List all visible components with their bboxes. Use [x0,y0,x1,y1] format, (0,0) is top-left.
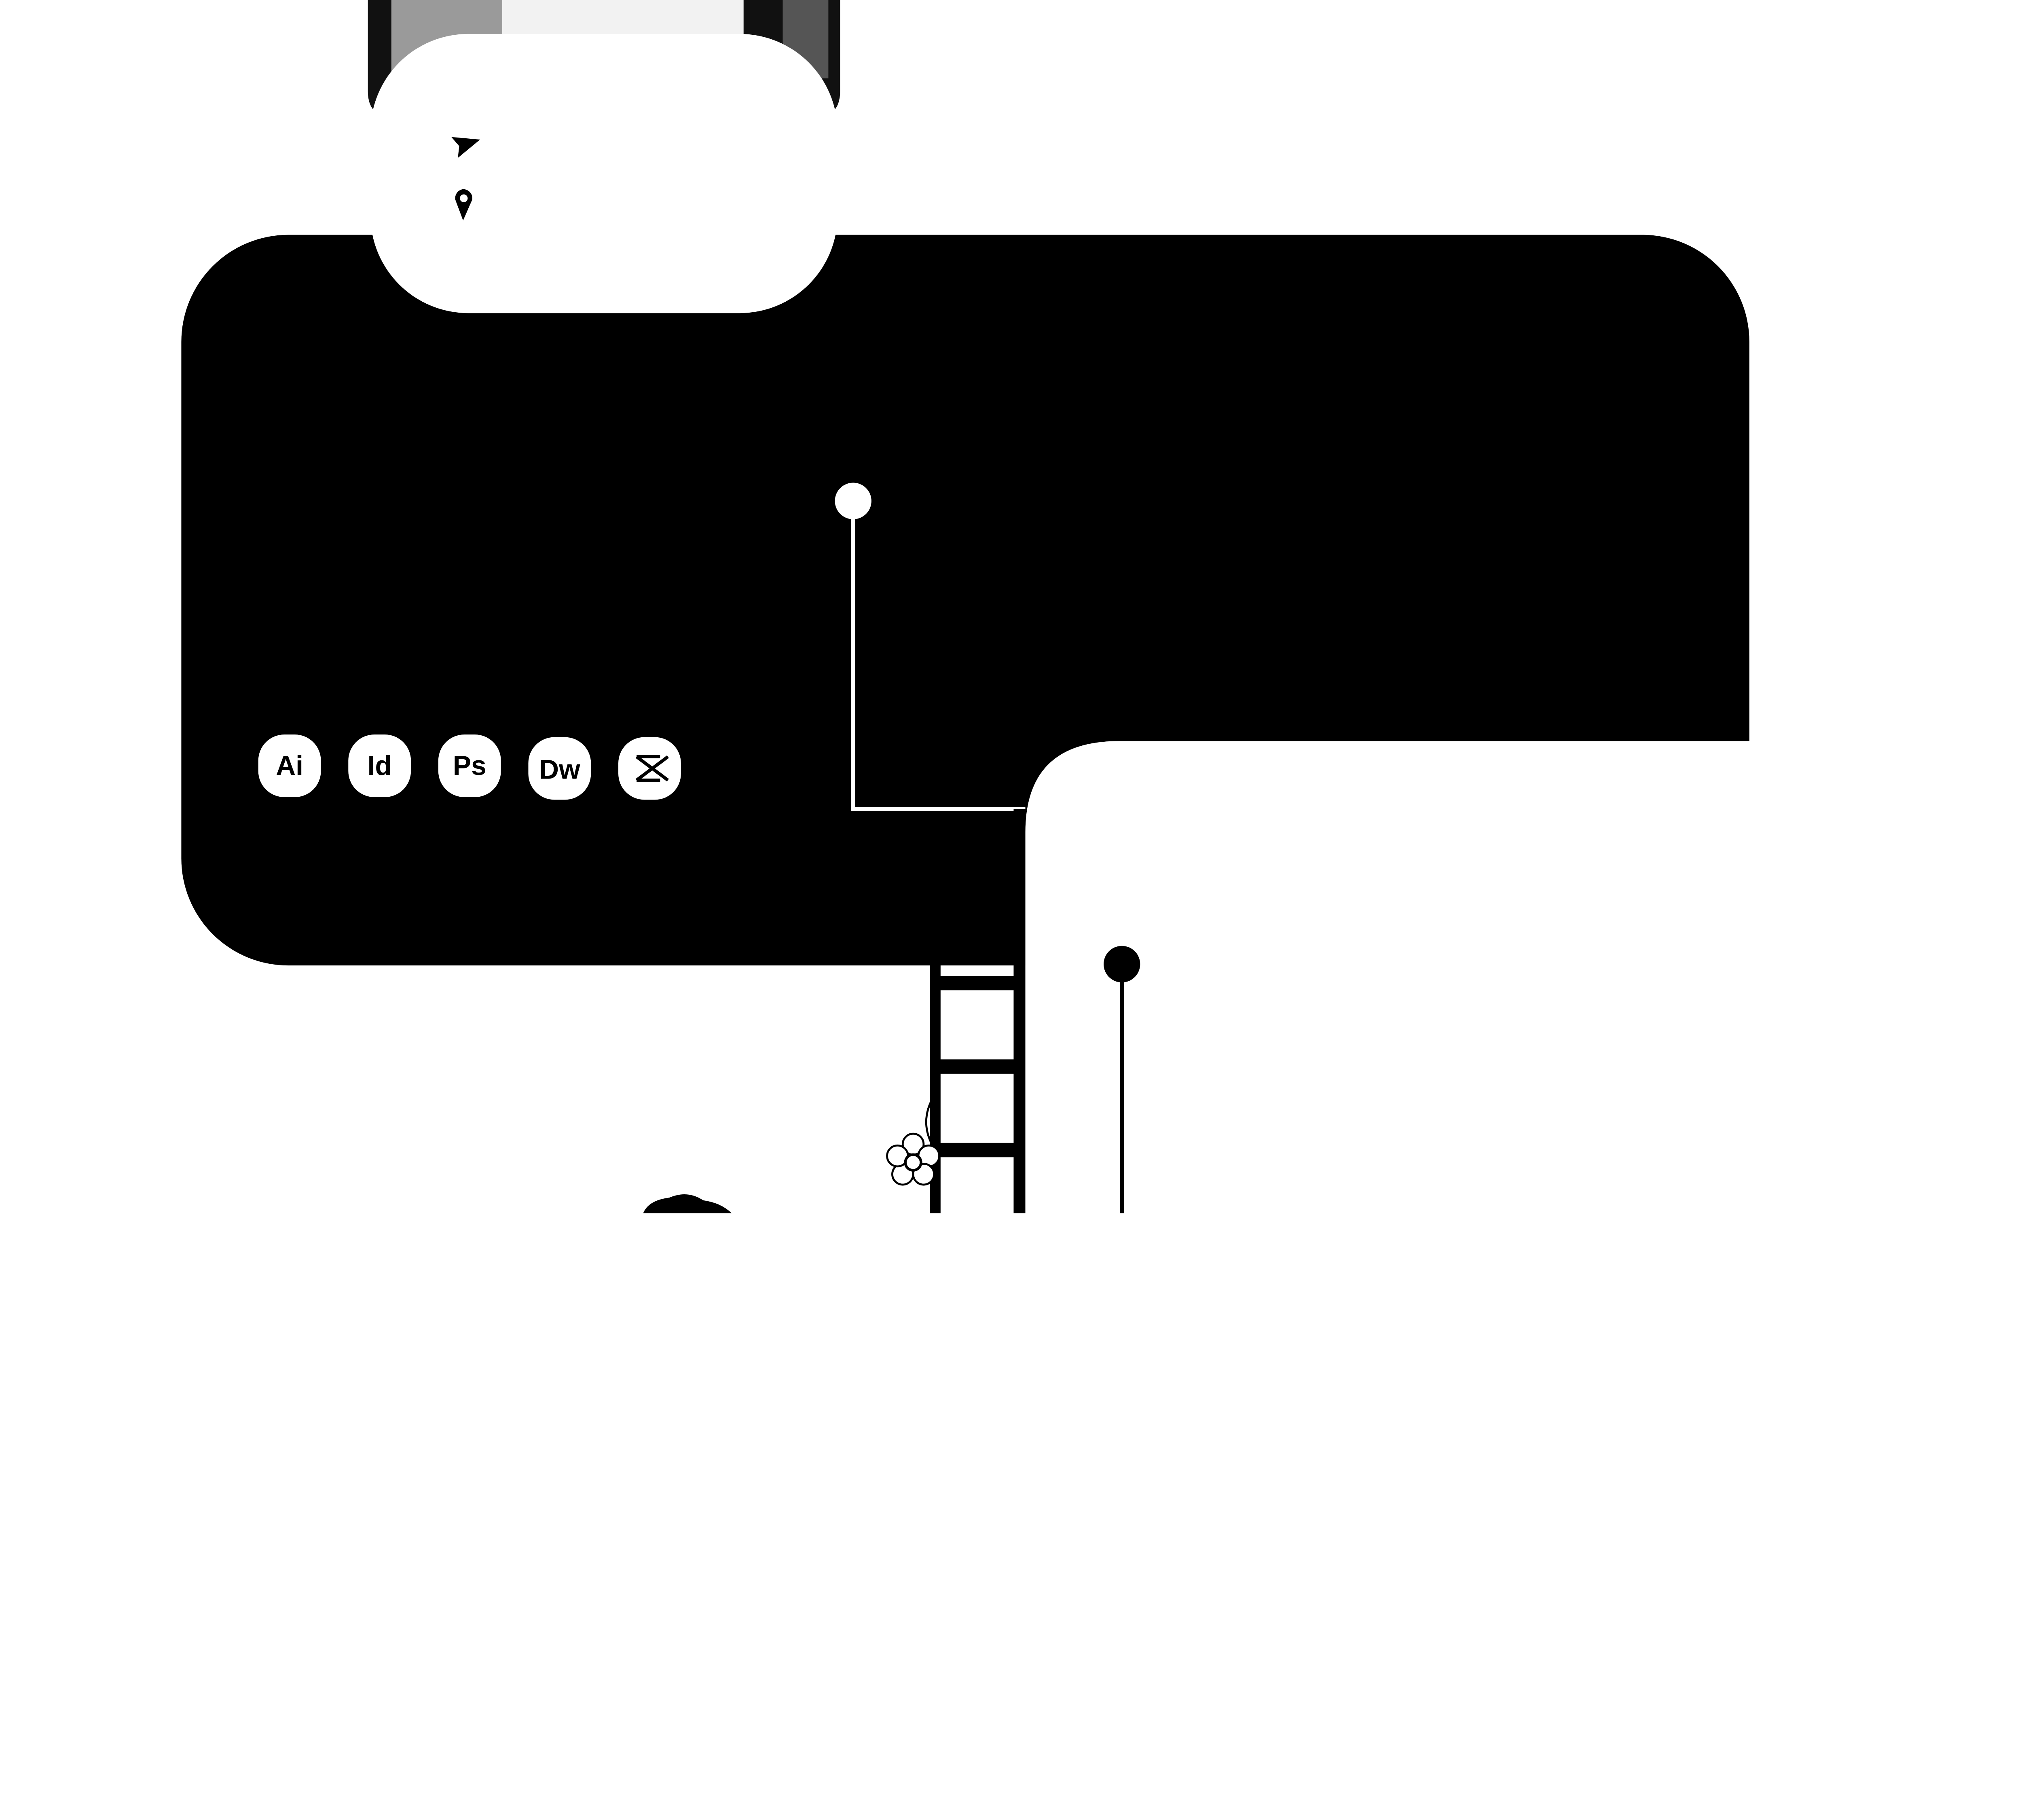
timeline-connector [835,483,1026,811]
timeline-dot-dark [1104,946,1140,983]
timeline-dot [835,483,871,519]
adobe-indesign-icon: Id [348,734,411,797]
canvas: Ai Id Ps Dw [181,0,1755,1213]
timeline-connector-dark [1104,946,1140,1213]
svg-text:Dw: Dw [539,755,580,785]
adobe-illustrator-icon: Ai [258,734,321,797]
profile-card [370,34,838,313]
adobe-photoshop-icon: Ps [438,734,501,797]
svg-text:Ai: Ai [276,751,303,781]
panel-cutout [1025,741,1755,1213]
location-pin-icon[interactable] [455,189,472,221]
software-icons: Ai Id Ps Dw [258,734,681,800]
capcut-icon [618,737,681,800]
figure-silhouette-illustration [643,1194,732,1213]
svg-text:Id: Id [368,751,392,781]
svg-text:Ps: Ps [453,751,486,781]
ladder-illustration [930,809,1026,1213]
flower-illustration [886,1095,940,1186]
send-icon[interactable] [451,137,480,158]
adobe-dreamweaver-icon: Dw [528,737,591,800]
